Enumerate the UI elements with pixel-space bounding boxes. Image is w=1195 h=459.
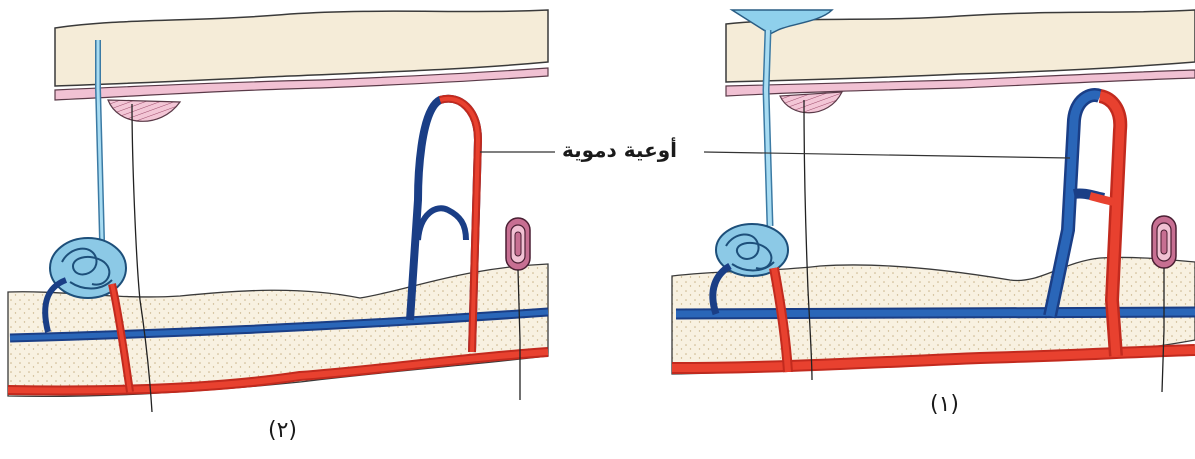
panel-1-label: (١)	[930, 392, 959, 417]
panel-right	[672, 10, 1195, 392]
hair-bulb-right	[780, 92, 842, 113]
hair-bulb-left	[108, 100, 180, 121]
panel-left	[8, 10, 555, 412]
blood-vessels-label: أوعية دموية	[562, 138, 677, 162]
panel-2-label: (٢)	[268, 418, 297, 443]
